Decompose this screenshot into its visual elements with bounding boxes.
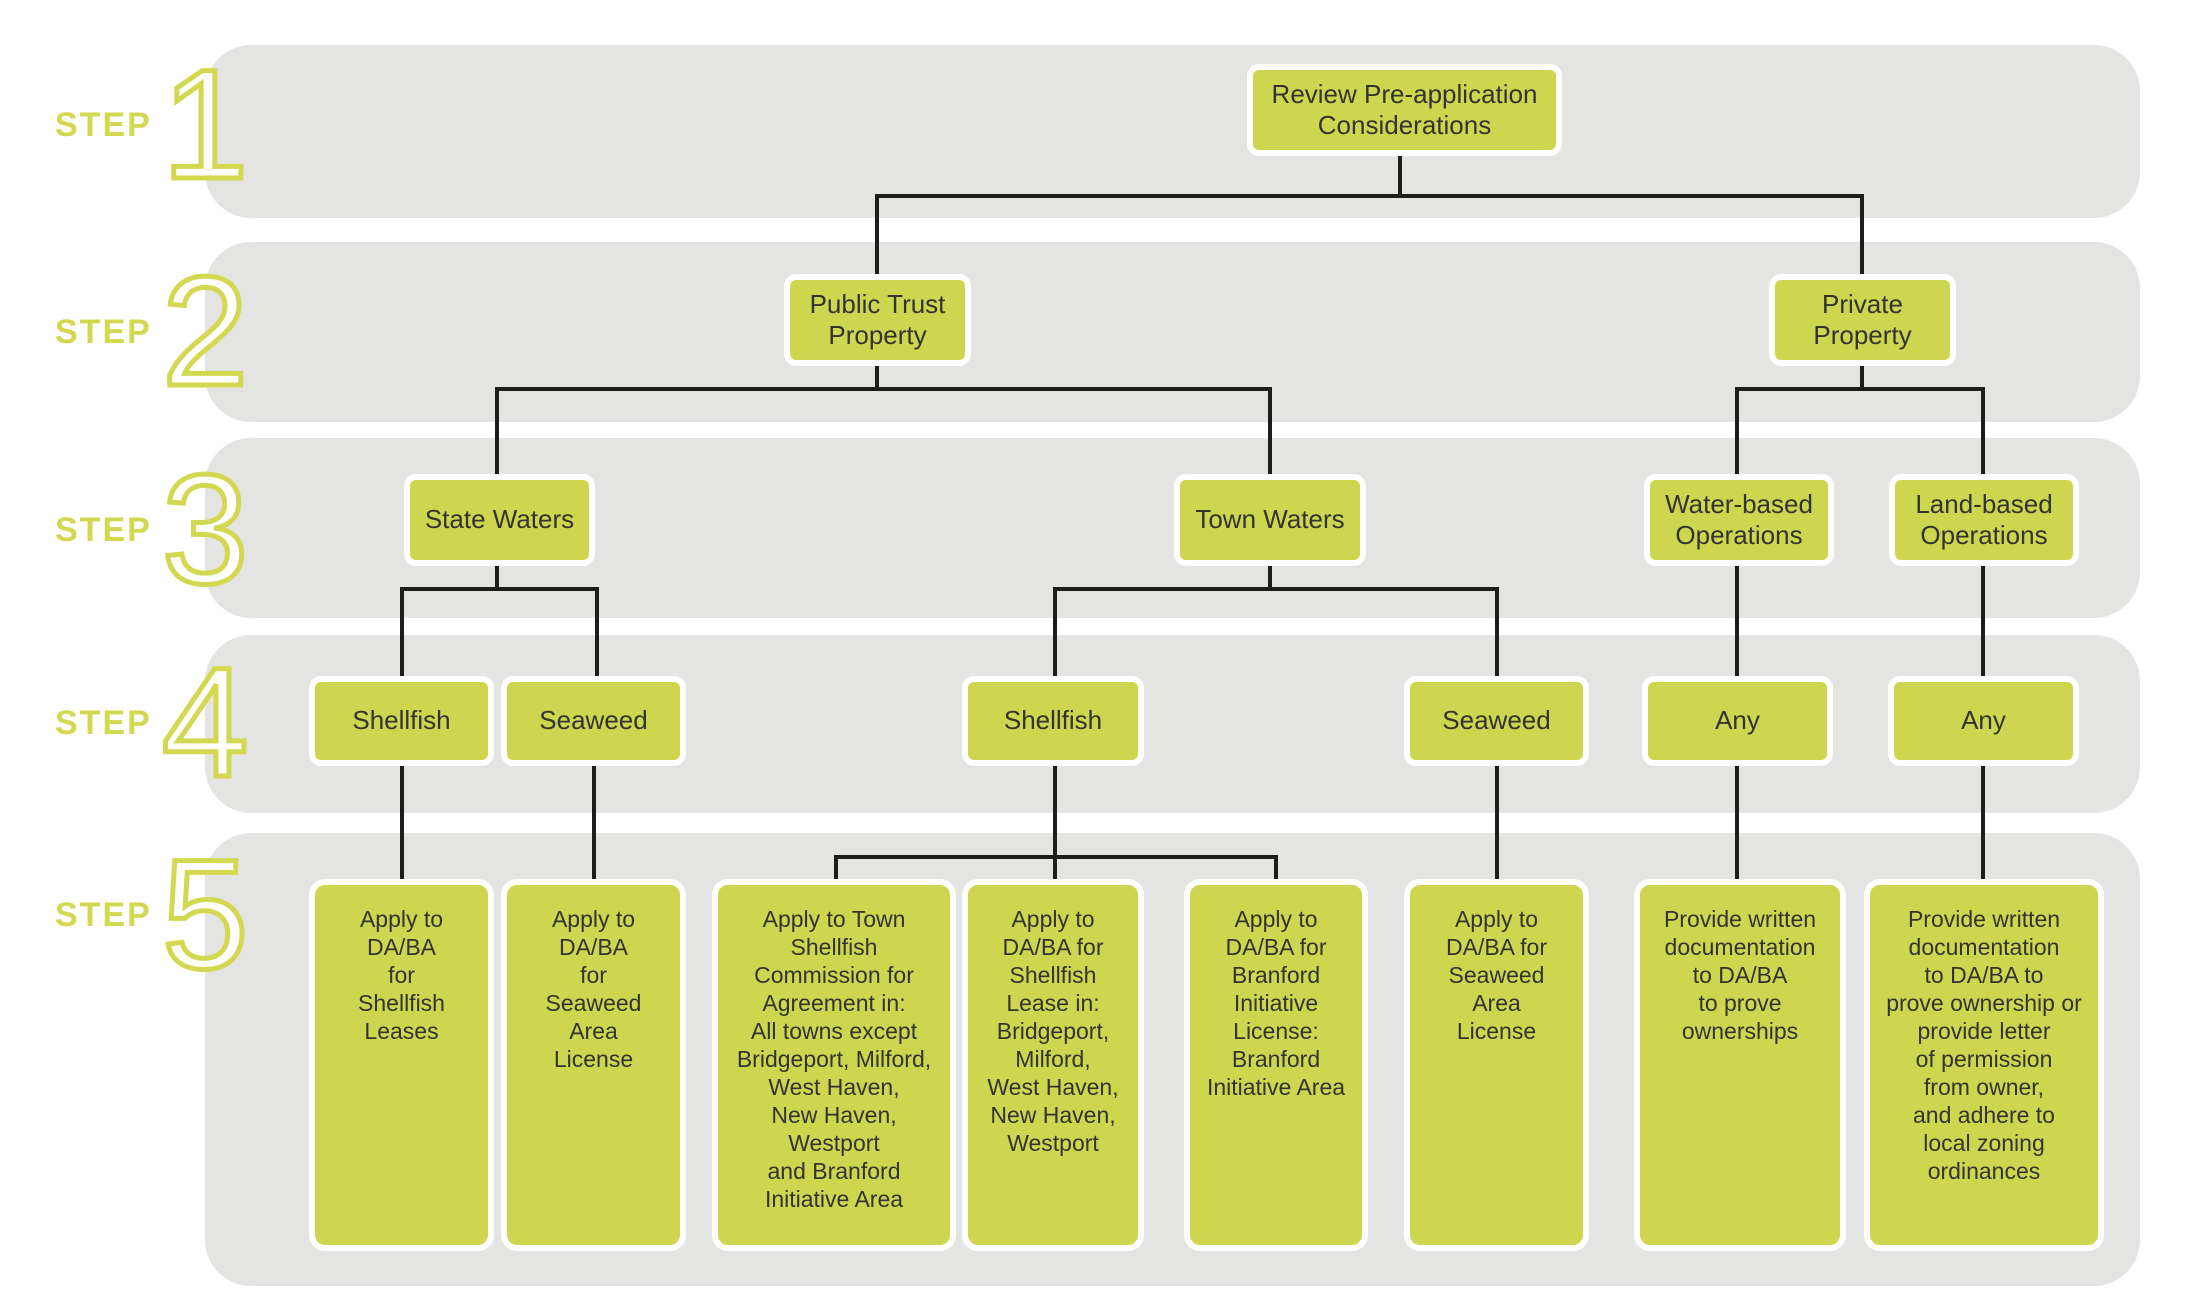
connector xyxy=(400,760,404,885)
step2-label: STEP 2 xyxy=(55,247,285,417)
connector xyxy=(1495,760,1499,885)
connector xyxy=(1053,760,1057,859)
step4-band xyxy=(205,635,2140,813)
connector xyxy=(1981,760,1985,885)
connector xyxy=(495,387,499,480)
node-state-waters: State Waters xyxy=(404,474,595,566)
connector xyxy=(1860,360,1864,391)
node-private-property: Private Property xyxy=(1769,274,1956,366)
node-private-property-label: Private Property xyxy=(1813,288,1912,350)
node-apply-daba-branford-initiative: Apply to DA/BA for Branford Initiative L… xyxy=(1184,879,1368,1251)
node-state-waters-label: State Waters xyxy=(424,504,575,535)
step5-word: STEP xyxy=(55,896,152,934)
connector xyxy=(1735,760,1739,885)
node-shellfish-state-label: Shellfish xyxy=(352,705,451,736)
node-shellfish-town: Shellfish xyxy=(962,676,1144,766)
node-apply-daba-branford-initiative-label: Apply to DA/BA for Branford Initiative L… xyxy=(1206,906,1346,1101)
connector xyxy=(834,855,838,885)
node-provide-docs-prove-ownership-label: Provide written documentation to DA/BA t… xyxy=(1663,906,1817,1045)
step2-number: 2 xyxy=(159,244,251,419)
node-any-land-based: Any xyxy=(1888,676,2079,766)
step5-number: 5 xyxy=(159,827,251,1002)
connector xyxy=(1053,855,1057,885)
connector xyxy=(1053,587,1057,682)
node-provide-docs-owner-permission: Provide written documentation to DA/BA t… xyxy=(1864,879,2104,1251)
connector xyxy=(1981,560,1985,682)
connector xyxy=(1268,387,1272,480)
node-land-based-operations-label: Land-based Operations xyxy=(1915,488,2053,550)
connector xyxy=(1274,855,1278,885)
node-apply-daba-shellfish-lease-towns-label: Apply to DA/BA for Shellfish Lease in: B… xyxy=(987,906,1119,1157)
connector xyxy=(875,194,879,280)
connector xyxy=(1860,194,1864,280)
step3-label: STEP 3 xyxy=(55,445,285,615)
node-apply-daba-seaweed-license-state-label: Apply to DA/BA for Seaweed Area License xyxy=(545,906,642,1073)
step4-label: STEP 4 xyxy=(55,638,285,808)
connector xyxy=(495,560,499,591)
step4-word: STEP xyxy=(55,704,152,742)
connector xyxy=(495,387,1272,391)
connector xyxy=(1398,150,1402,198)
connector xyxy=(1981,387,1985,480)
node-review-pre-application: Review Pre-application Considerations xyxy=(1247,64,1562,156)
connector xyxy=(592,760,596,885)
step5-label: STEP 5 xyxy=(55,830,285,1000)
connector xyxy=(1735,560,1739,682)
node-apply-daba-seaweed-license-town-label: Apply to DA/BA for Seaweed Area License xyxy=(1446,906,1547,1045)
connector xyxy=(400,587,599,591)
connector xyxy=(595,587,599,682)
connector xyxy=(1495,587,1499,682)
node-seaweed-town: Seaweed xyxy=(1404,676,1589,766)
node-any-land-based-label: Any xyxy=(1961,705,2006,736)
node-apply-daba-seaweed-license-state: Apply to DA/BA for Seaweed Area License xyxy=(501,879,686,1251)
node-provide-docs-prove-ownership: Provide written documentation to DA/BA t… xyxy=(1634,879,1846,1251)
node-land-based-operations: Land-based Operations xyxy=(1889,474,2079,566)
node-seaweed-town-label: Seaweed xyxy=(1442,705,1551,736)
step3-word: STEP xyxy=(55,511,152,549)
node-apply-town-shellfish-commission-label: Apply to Town Shellfish Commission for A… xyxy=(736,906,932,1213)
node-seaweed-state: Seaweed xyxy=(501,676,686,766)
connector xyxy=(1735,387,1739,480)
step1-word: STEP xyxy=(55,106,152,144)
step2-word: STEP xyxy=(55,313,152,351)
node-any-water-based: Any xyxy=(1642,676,1833,766)
node-shellfish-state: Shellfish xyxy=(309,676,494,766)
node-water-based-operations: Water-based Operations xyxy=(1644,474,1834,566)
node-town-waters-label: Town Waters xyxy=(1195,504,1345,535)
node-water-based-operations-label: Water-based Operations xyxy=(1665,488,1813,550)
connector xyxy=(1268,560,1272,591)
node-town-waters: Town Waters xyxy=(1174,474,1366,566)
node-apply-daba-shellfish-leases-label: Apply to DA/BA for Shellfish Leases xyxy=(358,906,445,1045)
node-apply-town-shellfish-commission: Apply to Town Shellfish Commission for A… xyxy=(712,879,956,1251)
step3-number: 3 xyxy=(159,442,251,617)
node-provide-docs-owner-permission-label: Provide written documentation to DA/BA t… xyxy=(1886,906,2082,1185)
node-public-trust-property: Public Trust Property xyxy=(784,274,971,366)
step4-number: 4 xyxy=(159,635,251,810)
step5-band xyxy=(205,833,2140,1286)
node-shellfish-town-label: Shellfish xyxy=(1003,705,1103,736)
step1-band xyxy=(205,45,2140,218)
node-apply-daba-shellfish-lease-towns: Apply to DA/BA for Shellfish Lease in: B… xyxy=(962,879,1144,1251)
connector xyxy=(1735,387,1985,391)
node-review-pre-application-label: Review Pre-application Considerations xyxy=(1271,78,1538,140)
node-apply-daba-shellfish-leases: Apply to DA/BA for Shellfish Leases xyxy=(309,879,494,1251)
step1-label: STEP 1 xyxy=(55,40,285,210)
node-seaweed-state-label: Seaweed xyxy=(539,705,648,736)
connector xyxy=(875,194,1864,198)
connector xyxy=(400,587,404,682)
node-public-trust-property-label: Public Trust Property xyxy=(809,288,946,350)
node-apply-daba-seaweed-license-town: Apply to DA/BA for Seaweed Area License xyxy=(1404,879,1589,1251)
connector xyxy=(1053,587,1499,591)
connector xyxy=(875,360,879,391)
node-any-water-based-label: Any xyxy=(1715,705,1760,736)
step1-number: 1 xyxy=(159,37,251,212)
